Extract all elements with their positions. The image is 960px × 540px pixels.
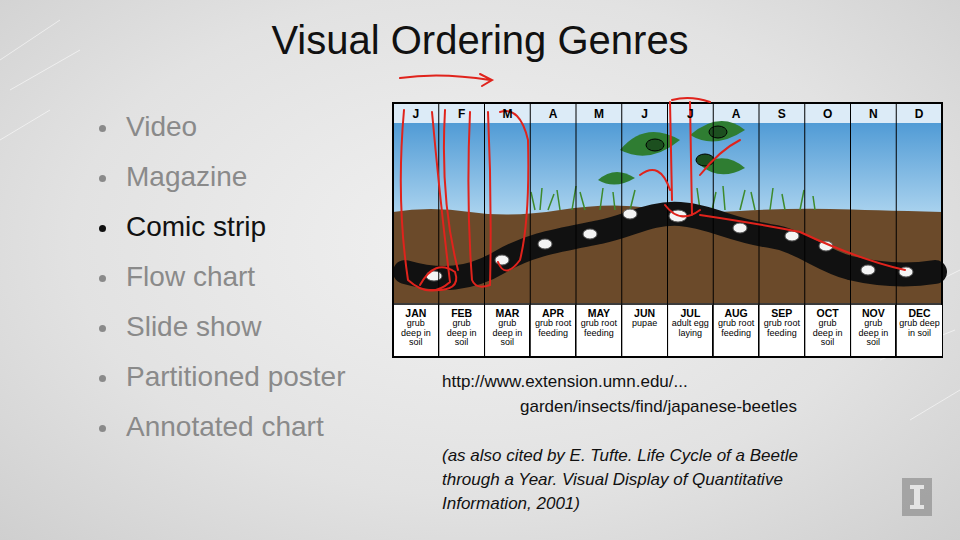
stage-text: grub deep in soil <box>394 319 438 347</box>
grubs <box>426 209 913 281</box>
grub <box>538 239 552 249</box>
source-url: http://www.extension.umn.edu/... <box>442 372 688 392</box>
month-name: JAN <box>394 307 438 319</box>
stage-text: grub deep in soil <box>486 319 530 347</box>
month-name: APR <box>531 307 575 319</box>
decor <box>0 20 960 420</box>
month-name: AUG <box>714 307 758 319</box>
month-letter: O <box>818 107 838 121</box>
month-letter: M <box>589 107 609 121</box>
leaf <box>598 172 635 185</box>
month-cell: OCTgrub deep in soil <box>806 305 851 356</box>
month-letter: A <box>543 107 563 121</box>
bullet-item: Slide show <box>126 311 261 343</box>
bullet-dot <box>99 225 106 232</box>
month-letter: D <box>909 107 929 121</box>
stage-text: grub deep in soil <box>440 319 484 347</box>
month-name: OCT <box>806 307 850 319</box>
month-name: FEB <box>440 307 484 319</box>
column-lines <box>439 103 897 357</box>
logo <box>902 478 932 516</box>
slide-title: Visual Ordering Genres <box>271 18 688 63</box>
month-name: DEC <box>897 307 942 319</box>
bullet-item: Video <box>126 111 197 143</box>
grub <box>861 265 875 275</box>
month-letter: J <box>406 107 426 121</box>
ink-lines <box>640 98 905 270</box>
grub <box>733 223 747 233</box>
leaf <box>690 121 745 141</box>
month-cell: NOVgrub deep in soil <box>852 305 897 356</box>
month-name: JUL <box>669 307 713 319</box>
month-name: JUN <box>623 307 667 319</box>
red-annotations <box>400 74 905 291</box>
month-letter: J <box>680 107 700 121</box>
logo-mark <box>910 485 924 509</box>
month-cell: DECgrub deep in soil <box>897 305 942 356</box>
bullet-item: Comic strip <box>126 211 266 243</box>
stage-text: grub root feeding <box>531 319 575 338</box>
ink-circle <box>420 267 456 290</box>
month-cell: MARgrub deep in soil <box>486 305 531 356</box>
bullet-item: Magazine <box>126 161 247 193</box>
bullet-item: Annotated chart <box>126 411 324 443</box>
logo-box <box>902 478 932 516</box>
bullet-dot <box>99 325 106 332</box>
stage-text: grub deep in soil <box>852 319 896 347</box>
grub <box>583 229 597 239</box>
source-url: garden/insects/find/japanese-beetles <box>520 397 797 417</box>
bullet-item: Flow chart <box>126 261 255 293</box>
month-cell: JANgrub deep in soil <box>394 305 439 356</box>
beetle <box>696 154 714 166</box>
month-cell: SEPgrub root feeding <box>760 305 805 356</box>
beetle <box>709 126 727 138</box>
ink-arrow <box>400 74 492 86</box>
bullet-item: Partitioned poster <box>126 361 345 393</box>
bullet-dot <box>99 125 106 132</box>
stage-text: grub deep in soil <box>897 319 942 338</box>
month-name: MAY <box>577 307 621 319</box>
bullet-dot <box>99 275 106 282</box>
month-cell: MAYgrub root feeding <box>577 305 622 356</box>
month-cell: JUNpupae <box>623 305 668 356</box>
month-letter: S <box>772 107 792 121</box>
grub <box>623 209 637 219</box>
bullet-dot <box>99 425 106 432</box>
month-cell: FEBgrub deep in soil <box>440 305 485 356</box>
bullet-dot <box>99 175 106 182</box>
month-name: NOV <box>852 307 896 319</box>
grub <box>495 255 509 265</box>
beetle <box>646 139 664 151</box>
decor-line <box>0 20 960 420</box>
month-letter: J <box>635 107 655 121</box>
stage-text: grub deep in soil <box>806 319 850 347</box>
stage-text: adult egg laying <box>669 319 713 338</box>
month-name: MAR <box>486 307 530 319</box>
month-name: SEP <box>760 307 804 319</box>
month-letter: F <box>452 107 472 121</box>
bullet-dot <box>99 375 106 382</box>
chart-frame <box>393 103 942 357</box>
ink-loops <box>401 110 529 291</box>
month-cell: APRgrub root feeding <box>531 305 576 356</box>
month-letter: N <box>863 107 883 121</box>
stage-text: grub root feeding <box>577 319 621 338</box>
stage-text: grub root feeding <box>760 319 804 338</box>
citation-note: (as also cited by E. Tufte. Life Cycle o… <box>442 444 837 516</box>
month-cell: JULadult egg laying <box>669 305 714 356</box>
month-letter: A <box>726 107 746 121</box>
grub <box>785 231 799 241</box>
stage-text: pupae <box>623 319 667 328</box>
month-letter: M <box>497 107 517 121</box>
month-cell: AUGgrub root feeding <box>714 305 759 356</box>
stage-text: grub root feeding <box>714 319 758 338</box>
